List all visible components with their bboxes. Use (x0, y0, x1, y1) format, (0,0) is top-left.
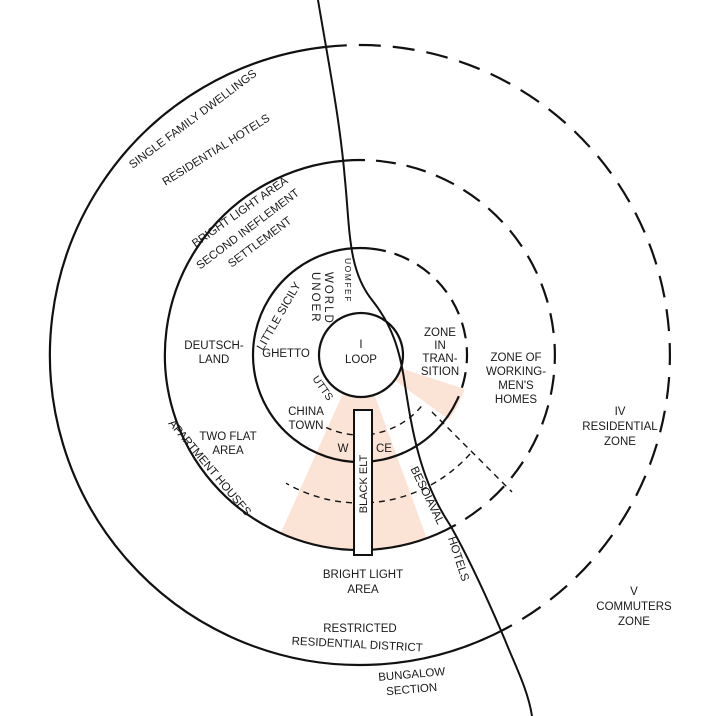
label-commuters-3: ZONE (618, 616, 650, 628)
label-bungalow-1: BUNGALOW (378, 666, 446, 684)
label-transition-3: TRAN- (422, 353, 457, 365)
label-commuters-2: COMMUTERS (596, 601, 672, 613)
zone-v-boundary-dashed (324, 43, 671, 633)
label-residential-3: ZONE (604, 436, 636, 448)
label-w: W (338, 443, 349, 455)
label-chinatown-2: TOWN (289, 420, 324, 432)
label-restricted-1: RESTRICTED (323, 623, 396, 635)
radial-dashed-line (431, 411, 513, 493)
label-bright-light-2: AREA (347, 584, 379, 596)
label-little-sicily: LITTLE SICILY (255, 280, 304, 353)
label-transition-1: ZONE (424, 327, 456, 339)
label-hotels: HOTELS (445, 535, 471, 583)
label-loop: LOOP (345, 354, 377, 366)
label-loop-number: I (359, 339, 362, 351)
zone-ii-boundary-solid (251, 246, 458, 464)
label-underworld-col3: UOMFEF (343, 258, 353, 303)
label-bright-light-1: BRIGHT LIGHT (323, 569, 403, 581)
label-two-flat-2: AREA (212, 445, 244, 457)
label-working-2: WORKING- (486, 366, 546, 378)
label-working-3: MEN'S (498, 380, 534, 392)
label-ce: CE (376, 443, 392, 455)
label-bungalow-2: SECTION (386, 682, 438, 698)
label-underworld-col2: WORLD (322, 272, 334, 325)
label-commuters-1: V (630, 586, 638, 598)
label-restricted-2: RESIDENTIAL DISTRICT (291, 636, 423, 655)
label-deutschland-1: DEUTSCH- (184, 340, 244, 352)
transition-wedge (393, 367, 465, 420)
zone-iv-boundary-solid (163, 159, 456, 552)
zone-v-boundary-solid (48, 45, 502, 667)
zone-ii-boundary-dashed (369, 247, 469, 401)
label-transition-2: IN (434, 340, 446, 352)
label-chinatown-1: CHINA (288, 406, 324, 418)
label-single-family: SINGLE FAMILY DWELLINGS (127, 68, 259, 172)
zone-iv-boundary-dashed (344, 158, 556, 527)
black-belt-strip: BLACK ELT (353, 409, 373, 556)
label-underworld-col1: UNOER (309, 272, 321, 324)
label-working-1: ZONE OF (490, 352, 541, 364)
label-residential-1: IV (615, 406, 626, 418)
black-belt-label: BLACK ELT (358, 454, 370, 513)
label-residential-2: RESIDENTIAL (582, 421, 658, 433)
lake-shore-river (317, 0, 533, 716)
label-working-4: HOMES (495, 394, 538, 406)
label-ghetto: GHETTO (262, 348, 310, 360)
label-utts: UTTS (310, 374, 336, 403)
loop-circle (317, 311, 405, 399)
label-two-flat-1: TWO FLAT (199, 431, 256, 443)
two-flat-dashed-arc (285, 453, 471, 504)
label-transition-4: SITION (421, 366, 459, 378)
chinatown-dashed-arc (325, 405, 422, 436)
label-deutschland-2: LAND (199, 354, 230, 366)
